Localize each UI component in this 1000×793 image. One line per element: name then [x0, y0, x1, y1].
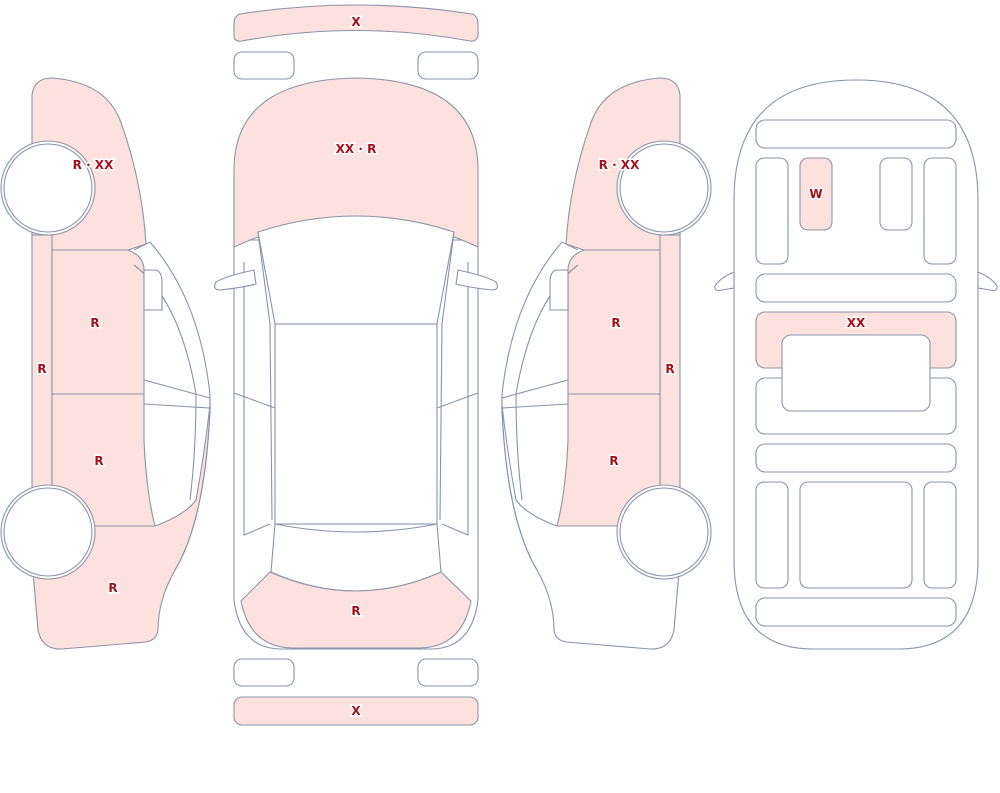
- interior-right-mirror[interactable]: [977, 271, 998, 292]
- interior-left-front-pillar[interactable]: [755, 157, 789, 265]
- interior-rear-strip[interactable]: [755, 443, 957, 473]
- interior-tail-strip[interactable]: [755, 597, 957, 627]
- front-bumper-panel[interactable]: [233, 4, 479, 42]
- interior-right-front-pillar[interactable]: [923, 157, 957, 265]
- interior-middle-panel-mark: XX: [847, 316, 866, 330]
- interior-front-strip[interactable]: [755, 119, 957, 149]
- left-side-view: R · XX R R R R: [0, 77, 211, 650]
- left-rear-door-mark: R: [94, 454, 103, 468]
- right-front-door-mark: R: [611, 316, 620, 330]
- right-side-view: R · XX R R R: [501, 77, 712, 650]
- rear-left-taillight[interactable]: [233, 658, 295, 687]
- rear-window[interactable]: [270, 523, 442, 592]
- interior-center-slot[interactable]: [879, 157, 913, 231]
- windshield[interactable]: [257, 215, 455, 325]
- trunk-lid-panel[interactable]: [240, 571, 472, 649]
- right-side-glass-outline: [501, 241, 579, 571]
- left-front-door-panel[interactable]: [51, 249, 145, 395]
- top-view: X XX · R R X: [214, 4, 498, 726]
- interior-dash-strip[interactable]: [755, 273, 957, 303]
- interior-view: W XX: [714, 79, 998, 650]
- left-mirror[interactable]: [214, 269, 257, 291]
- right-front-fender-mark: R · XX: [599, 158, 640, 172]
- right-rear-door-mark: R: [609, 454, 618, 468]
- right-mirror[interactable]: [455, 269, 498, 291]
- trunk-lid-mark: R: [351, 604, 360, 618]
- left-front-fender-mark: R · XX: [73, 158, 114, 172]
- hood-mark: XX · R: [336, 142, 377, 156]
- interior-left-rear-pillar[interactable]: [755, 481, 789, 589]
- rear-right-taillight[interactable]: [417, 658, 479, 687]
- rear-bumper-mark: X: [351, 704, 361, 718]
- left-side-mirror[interactable]: [143, 269, 163, 311]
- interior-right-rear-pillar[interactable]: [923, 481, 957, 589]
- right-side-mirror[interactable]: [549, 269, 569, 311]
- front-right-headlight[interactable]: [417, 51, 479, 80]
- right-rocker-mark: R: [665, 362, 674, 376]
- interior-left-mirror[interactable]: [714, 271, 735, 292]
- front-left-headlight[interactable]: [233, 51, 295, 80]
- interior-window-mark: W: [809, 187, 822, 201]
- roof-panel[interactable]: [274, 323, 438, 525]
- left-front-door-mark: R: [90, 316, 99, 330]
- interior-window-panel[interactable]: [799, 157, 833, 231]
- front-bumper-mark: X: [351, 15, 361, 29]
- left-rocker-mark: R: [37, 362, 46, 376]
- interior-console[interactable]: [781, 334, 931, 412]
- left-side-glass-outline: [133, 241, 211, 571]
- rear-bumper-panel[interactable]: [233, 696, 479, 726]
- right-front-door-panel[interactable]: [567, 249, 661, 395]
- interior-rear-seat[interactable]: [799, 481, 913, 589]
- left-rear-quarter-mark: R: [108, 581, 117, 595]
